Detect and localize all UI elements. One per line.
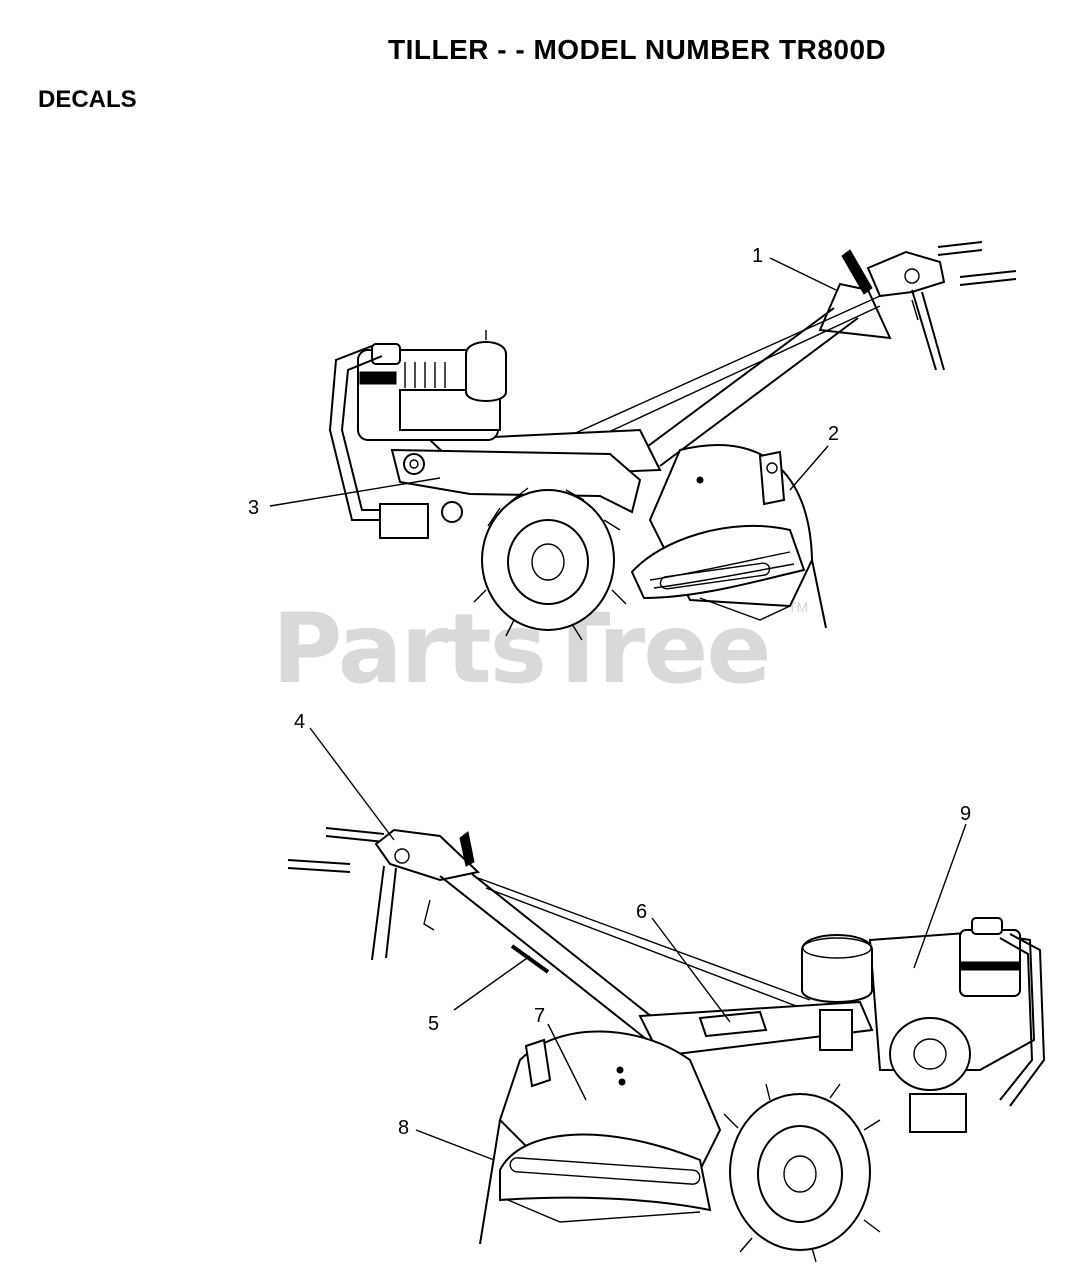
section-heading: DECALS <box>38 86 137 113</box>
watermark-tm: TM <box>788 599 808 615</box>
callout-4: 4 <box>294 711 305 733</box>
leader-line-7 <box>547 1023 587 1101</box>
callout-8: 8 <box>398 1117 409 1139</box>
page-title: TILLER - - MODEL NUMBER TR800D <box>388 34 887 65</box>
leader-line-9 <box>913 823 967 969</box>
callout-5: 5 <box>428 1013 439 1035</box>
leader-line-8 <box>415 1129 495 1161</box>
leader-line-1 <box>769 257 837 291</box>
leader-line-4 <box>309 727 395 841</box>
callout-3: 3 <box>248 497 259 519</box>
tiller-bottom-view <box>287 827 1046 1263</box>
callout-6: 6 <box>636 901 647 923</box>
leader-line-5 <box>453 955 531 1011</box>
leader-line-3 <box>269 477 441 507</box>
callout-2: 2 <box>828 423 839 445</box>
leader-line-2 <box>789 445 829 491</box>
leader-line-6 <box>651 917 731 1023</box>
callout-7: 7 <box>534 1005 545 1027</box>
callout-9: 9 <box>960 803 971 825</box>
callout-1: 1 <box>752 245 763 267</box>
tiller-top-view <box>328 241 1017 641</box>
